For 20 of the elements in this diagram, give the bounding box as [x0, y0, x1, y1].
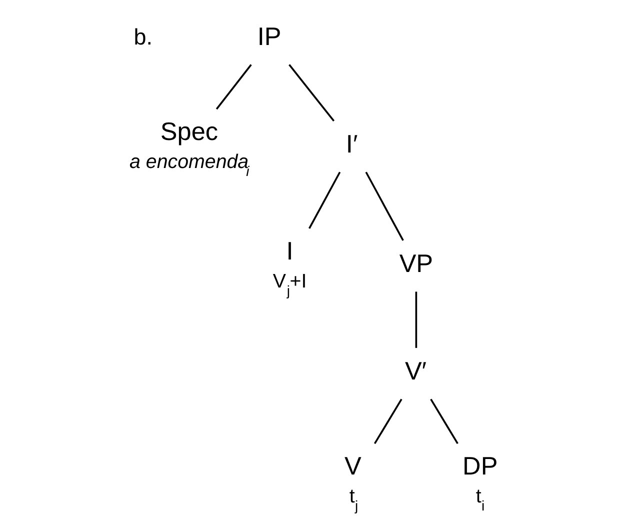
connector [308, 172, 340, 229]
node-label: V$_{j}$+I [272, 270, 306, 298]
connector [364, 172, 404, 241]
connector [414, 292, 417, 348]
node-label: a encomenda$_{i}$ [129, 150, 249, 179]
connector [373, 398, 402, 444]
connector [430, 398, 458, 444]
node-text: Spec [160, 118, 218, 146]
node-text: I [286, 238, 293, 266]
node-text: VP [398, 250, 433, 278]
node-label: t$_{j}$ [348, 485, 358, 514]
node-text: IP [256, 23, 281, 52]
label: b. [133, 24, 152, 50]
connector [215, 64, 252, 110]
node-label: t$_{i}$ [475, 485, 484, 514]
connector [288, 64, 334, 122]
node-text: I′ [345, 130, 358, 159]
node-text: V [344, 452, 361, 481]
node-text: V′ [404, 358, 426, 386]
node-text: DP [462, 452, 498, 481]
